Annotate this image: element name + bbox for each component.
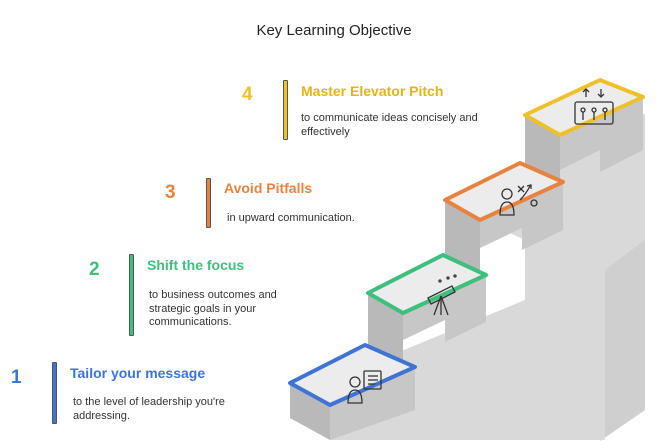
side-4	[560, 97, 643, 172]
step-1-description: to the level of leadership you're addres…	[73, 396, 225, 422]
step-2-heading: Shift the focus	[147, 257, 245, 273]
side-1	[330, 367, 415, 440]
step-3-description: in upward communication.	[227, 212, 355, 224]
side-2	[403, 275, 486, 342]
step-2-description: to business outcomes and strategic goals…	[149, 289, 277, 328]
step-1-bar	[52, 362, 57, 424]
step-3-heading: Avoid Pitfalls	[224, 180, 313, 196]
step-3-top	[443, 161, 565, 222]
riser-1	[290, 383, 330, 440]
step-4-bar	[283, 80, 288, 140]
telescope-icon	[427, 274, 457, 316]
step-1-top	[288, 343, 417, 407]
step-1-heading: Tailor your message	[70, 365, 206, 381]
step-2-bar	[129, 254, 134, 336]
strategy-person-icon	[499, 184, 538, 216]
step-4-top	[523, 78, 645, 137]
side-3	[480, 182, 563, 250]
elevator-icon	[574, 88, 614, 125]
step-1-number: 1	[11, 367, 22, 388]
person-document-icon	[347, 370, 382, 404]
step-4-number: 4	[242, 84, 253, 105]
step-3-bar	[206, 178, 211, 228]
diagram-title: Key Learning Objective	[256, 22, 412, 39]
step-4-heading: Master Elevator Pitch	[301, 83, 444, 99]
step-2-top	[366, 253, 488, 315]
step-3-number: 3	[165, 182, 176, 203]
step-4-description: to communicate ideas concisely and effec…	[301, 112, 478, 138]
step-2-number: 2	[89, 259, 100, 280]
